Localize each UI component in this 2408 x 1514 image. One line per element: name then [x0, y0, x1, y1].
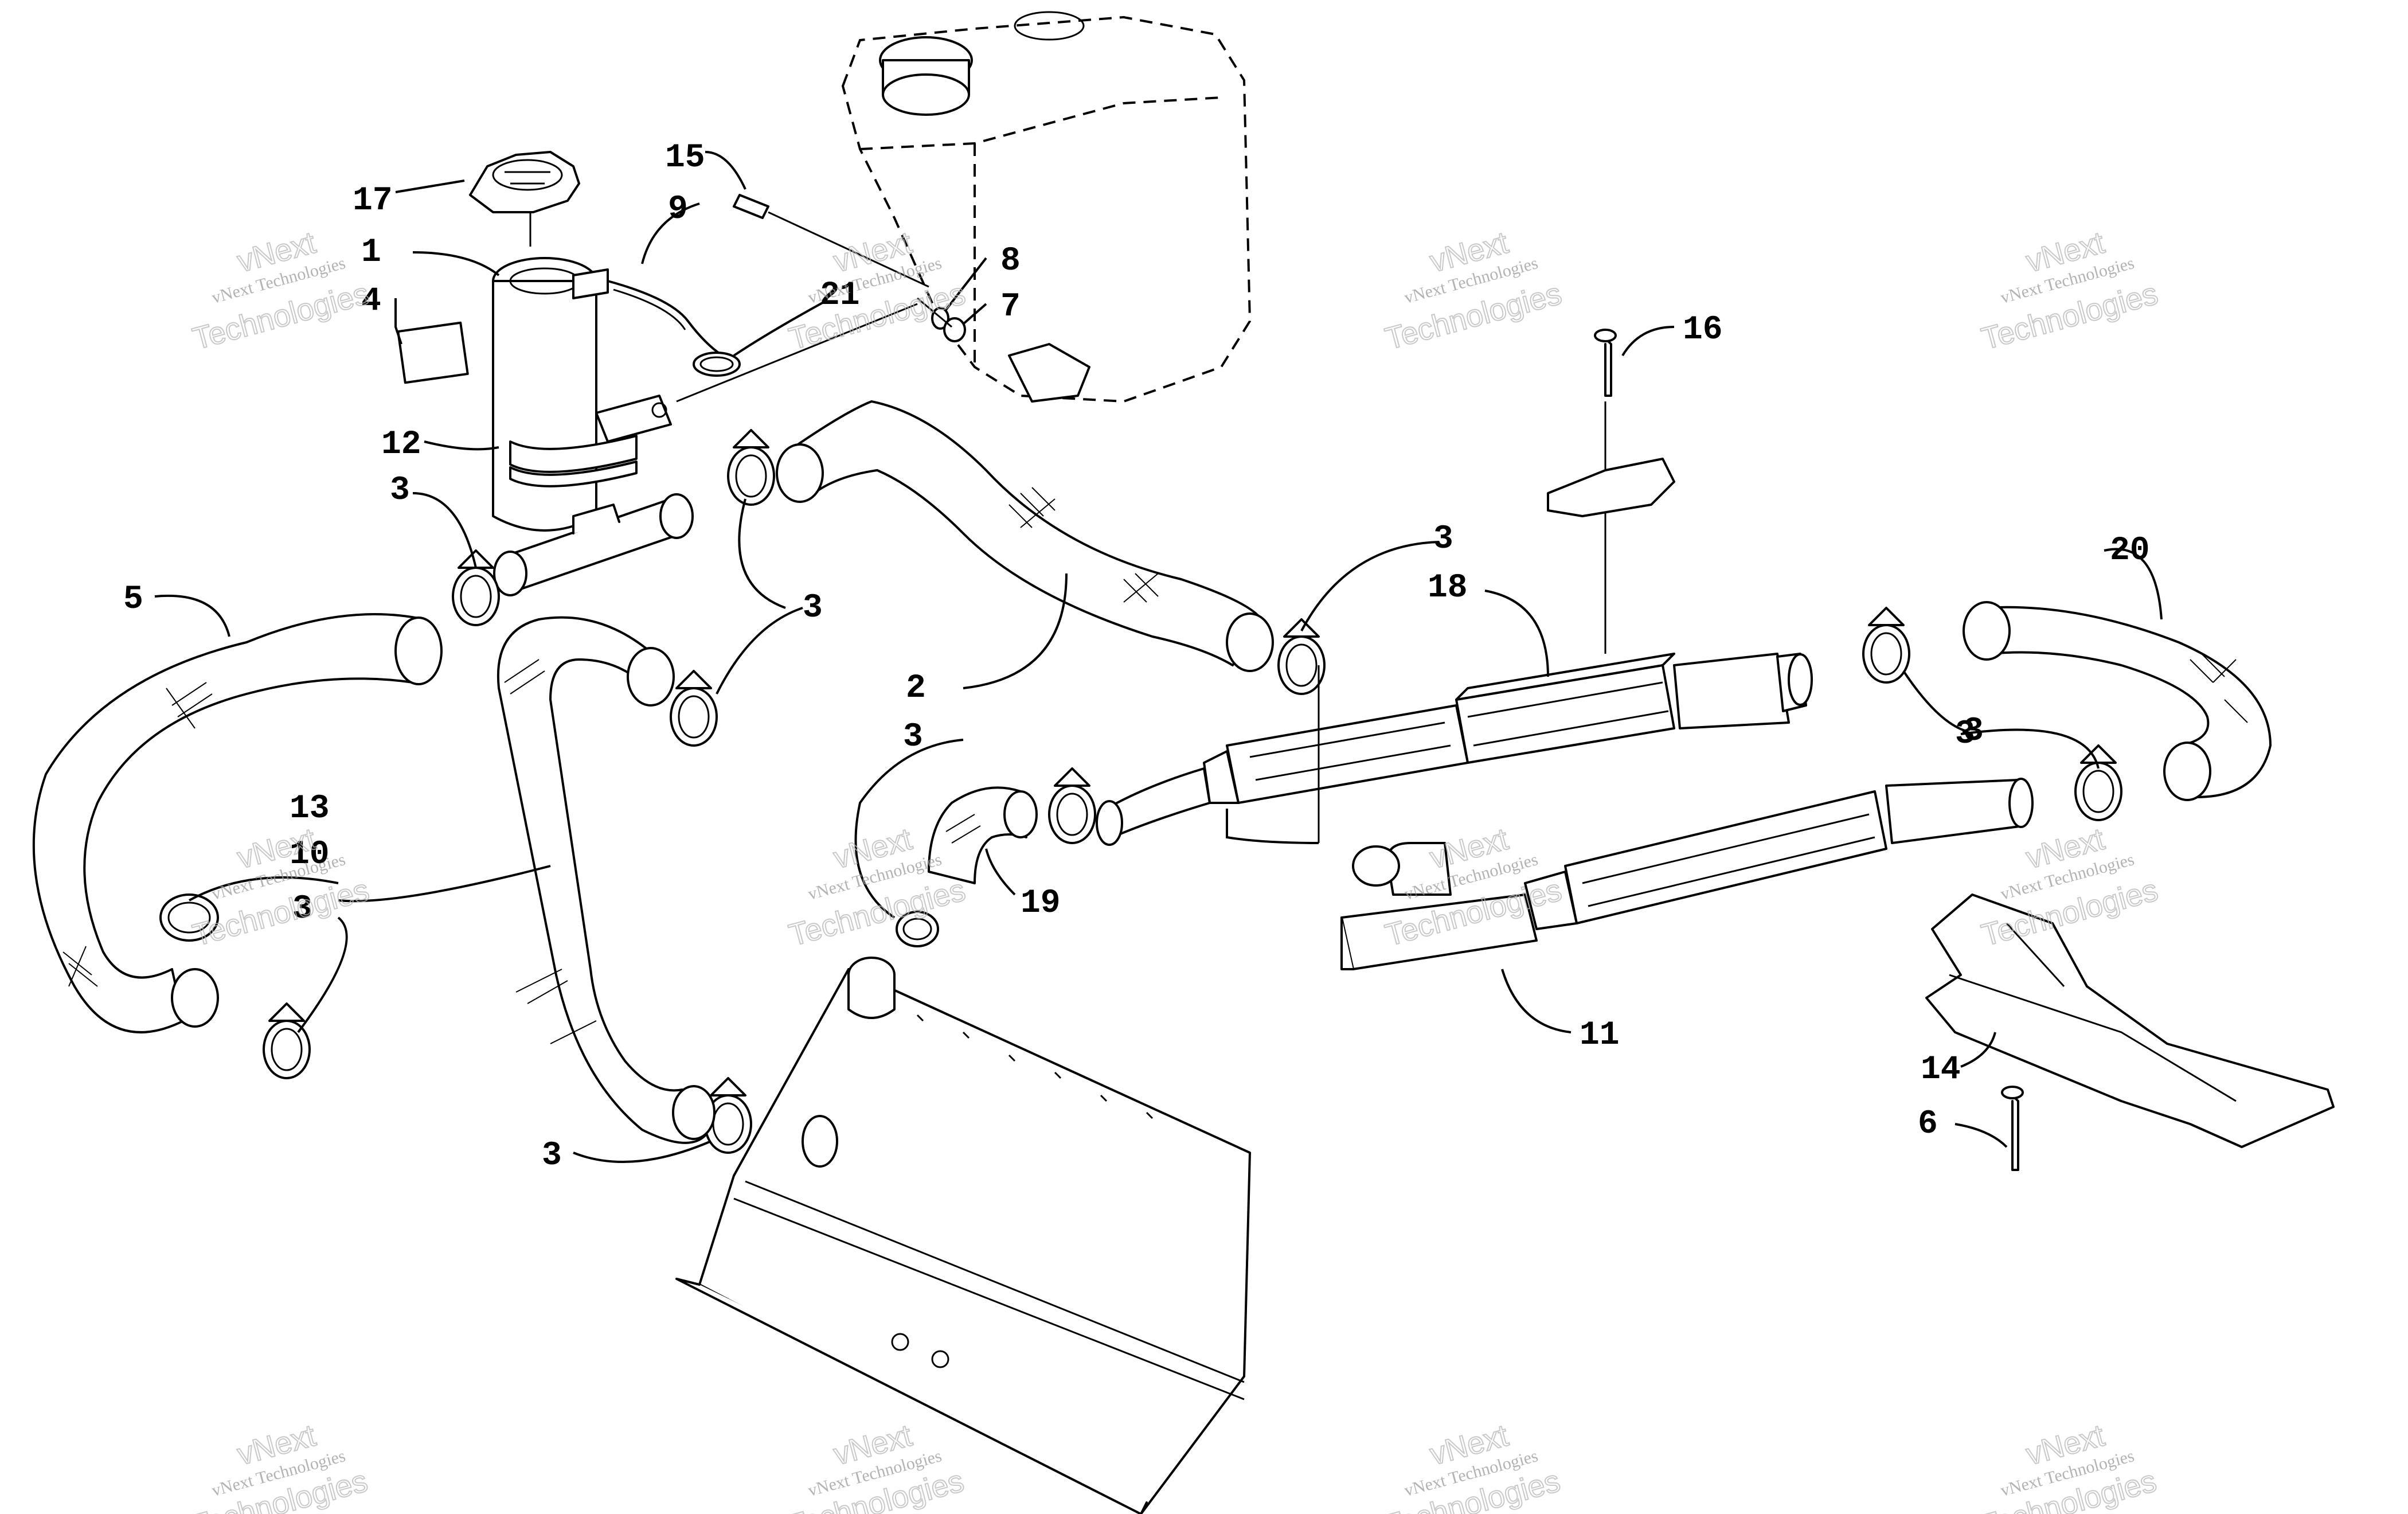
expansion-bottle	[492, 257, 672, 532]
coolant-tank	[841, 11, 1252, 403]
callout-3: 3	[390, 472, 410, 509]
watermark: vNext Technologies Technologies vNext	[1381, 225, 1566, 357]
small-clamp	[693, 352, 741, 377]
callout-12: 12	[381, 426, 421, 463]
callout-3: 3	[903, 719, 923, 756]
hose-clamp	[1048, 767, 1096, 844]
callout-20: 20	[2110, 532, 2150, 569]
pressure-cap	[469, 151, 580, 247]
watermark: vNext Technologies Technologies vNext	[783, 1418, 968, 1514]
nut	[943, 317, 966, 342]
watermark: vNext Technologies Technologies vNext	[189, 821, 373, 953]
callout-17: 17	[353, 182, 393, 220]
callout-3: 3	[1955, 716, 1975, 753]
callout-18: 18	[1428, 569, 1468, 607]
callout-8: 8	[1000, 243, 1021, 280]
callout-13: 13	[290, 790, 330, 828]
overflow-tube	[607, 280, 724, 357]
mounting-bracket	[1925, 893, 2335, 1148]
hose-clamp	[159, 893, 219, 942]
watermark: vNext Technologies Technologies vNext	[1976, 1418, 2160, 1514]
watermark: vNext Technologies Technologies vNext	[785, 225, 970, 357]
callout-3: 3	[1433, 521, 1453, 558]
callout-3: 3	[803, 590, 823, 627]
callout-19: 19	[1021, 885, 1061, 922]
hose-clamp	[727, 429, 775, 506]
hose-clamp	[896, 911, 939, 947]
watermark: vNext Technologies Technologies vNext	[1977, 225, 2162, 357]
callout-labels: 1 2 3 3 3 3 3 3 3 3 4 5 6 7 8 9 10 11 12…	[123, 139, 2150, 1174]
bolt	[733, 194, 929, 288]
watermark: vNext Technologies Technologies vNext	[1977, 821, 2162, 953]
hose-clamp	[670, 670, 718, 747]
rivet	[1594, 329, 1617, 654]
callout-5: 5	[123, 581, 143, 618]
callout-1: 1	[361, 234, 381, 271]
decal-label	[397, 321, 469, 384]
radiator-plate	[675, 957, 1251, 1514]
callout-9: 9	[668, 191, 688, 228]
hose-clamp	[1862, 607, 1910, 684]
foam-pad	[1547, 458, 1675, 517]
hose-clamp	[263, 1002, 311, 1079]
callout-11: 11	[1580, 1017, 1620, 1054]
hose-elbow-small	[928, 786, 1038, 884]
leader-lines	[154, 151, 2163, 1163]
t-fitting	[493, 493, 694, 596]
hose-middle	[497, 616, 716, 1144]
callout-6: 6	[1918, 1106, 1938, 1143]
rivet	[2001, 1086, 2024, 1171]
callout-7: 7	[1000, 288, 1021, 326]
hose-left-loop	[32, 613, 443, 1033]
callout-3: 3	[542, 1137, 562, 1174]
callout-16: 16	[1683, 311, 1723, 349]
callout-3: 3	[1964, 713, 1984, 750]
callout-15: 15	[665, 139, 705, 177]
callout-14: 14	[1921, 1051, 1961, 1088]
callout-2: 2	[906, 670, 926, 707]
heat-exchanger-upper	[1096, 653, 1813, 846]
callout-3: 3	[292, 891, 312, 928]
outlet-elbow	[1318, 665, 1538, 970]
watermark: vNext Technologies Technologies vNext	[189, 225, 373, 357]
heat-exchanger-lower	[1524, 778, 2034, 930]
hose-upper	[776, 400, 1274, 672]
watermark: vNext Technologies Technologies vNext	[1379, 1418, 1564, 1514]
callout-10: 10	[290, 836, 330, 873]
hose-right-u	[1963, 601, 2272, 801]
watermark: vNext Technologies Technologies vNext	[187, 1418, 372, 1514]
hose-clamp	[452, 549, 500, 626]
callout-21: 21	[820, 277, 860, 314]
hose-clamp	[1277, 618, 1326, 695]
callout-4: 4	[361, 283, 381, 320]
hose-clamp	[2074, 744, 2122, 821]
